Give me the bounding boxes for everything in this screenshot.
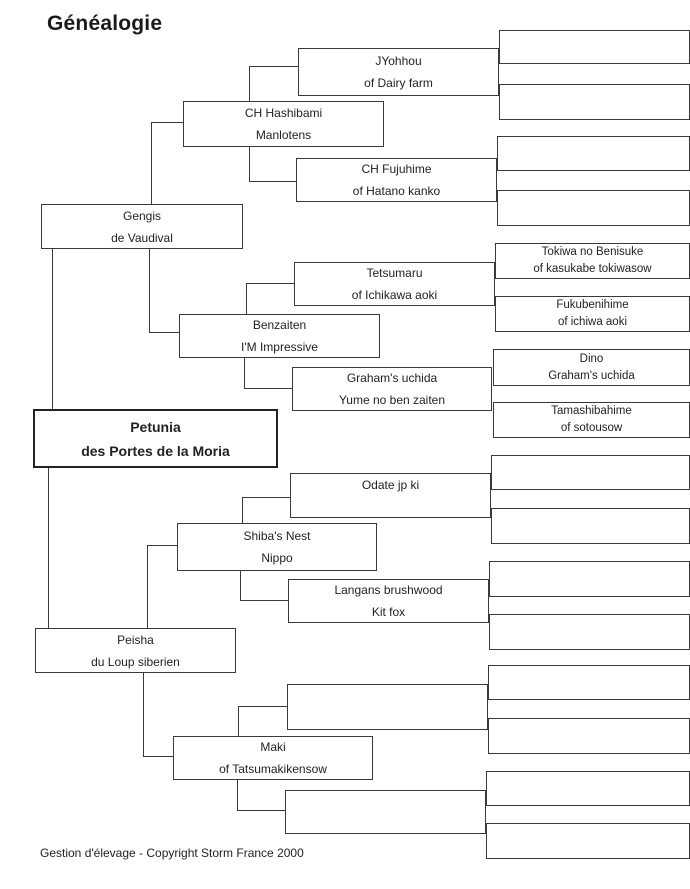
g5-empty-box [489,561,690,597]
connector-line [242,497,290,498]
g5-kennel: of kasukabe tokiwasow [533,263,652,275]
g5-empty-box [499,84,690,120]
connector-line [143,673,144,756]
connector-line [149,332,179,333]
sire-dam-name: Benzaiten [252,318,307,332]
g5-empty-box [491,508,690,544]
copyright-footer: Gestion d'élevage - Copyright Storm Fran… [40,846,304,860]
connector-line [249,66,250,101]
connector-line [48,468,49,628]
g5-kennel: of sotousow [560,422,623,434]
dam-sire-kennel: Nippo [261,551,293,565]
g5-empty-box [497,190,690,226]
ss-sire-kennel: of Dairy farm [364,76,433,90]
dam-sire-name: Shiba's Nest [243,529,311,543]
g5-name: Tokiwa no Benisuke [541,246,644,258]
connector-line [237,780,238,810]
ds-dam-name: Langans brushwood [334,583,443,597]
g5-empty-box [491,455,690,490]
subject-name: Petunia [130,418,181,435]
g5-graham-dam-box: Tamashibahime of sotousow [493,402,690,438]
ss-sire-name: JYohhou [375,54,422,68]
connector-line [249,181,296,182]
dd-dam-box [285,790,486,834]
connector-line [242,497,243,523]
g5-kennel: Graham's uchida [548,369,635,382]
connector-line [237,810,285,811]
g5-kennel: of ichiwa aoki [557,316,628,328]
ss-dam-name: CH Fujuhime [361,162,432,176]
sire-kennel: de Vaudival [111,230,173,245]
connector-line [238,706,287,707]
sd-sire-box: Tetsumaru of Ichikawa aoki [294,262,495,306]
connector-line [52,249,53,411]
g5-tetsumaru-dam-box: Fukubenihime of ichiwa aoki [495,296,690,332]
dam-sire-box: Shiba's Nest Nippo [177,523,377,571]
connector-line [244,388,292,389]
sire-dam-kennel: I'M Impressive [241,340,318,354]
connector-line [244,358,245,388]
sire-box: Gengis de Vaudival [41,204,243,249]
g5-empty-box [488,718,690,754]
g5-tetsumaru-sire-box: Tokiwa no Benisuke of kasukabe tokiwasow [495,243,690,279]
ds-sire-box: Odate jp ki [290,473,491,518]
dam-dam-box: Maki of Tatsumakikensow [173,736,373,780]
ds-dam-kennel: Kit fox [371,605,406,619]
g5-empty-box [488,665,690,700]
g5-name: Tamashibahime [551,405,632,417]
connector-line [149,249,150,332]
connector-line [147,545,177,546]
sd-sire-name: Tetsumaru [366,266,423,280]
ss-sire-box: JYohhou of Dairy farm [298,48,499,96]
ds-dam-box: Langans brushwood Kit fox [288,579,489,623]
connector-line [246,283,247,314]
sire-sire-box: CH Hashibami Manlotens [183,101,384,147]
g5-empty-box [486,823,690,859]
g5-name: Fukubenihime [556,299,629,311]
sd-dam-name: Graham's uchida [346,371,438,385]
dam-name: Peisha [117,632,154,647]
connector-line [249,66,298,67]
g5-name: Dino [579,352,604,365]
g5-empty-box [497,136,690,171]
connector-line [151,122,152,204]
dam-dam-name: Maki [260,740,286,754]
connector-line [143,756,173,757]
sd-sire-kennel: of Ichikawa aoki [351,288,438,302]
sd-dam-kennel: Yume no ben zaiten [338,393,446,407]
g5-empty-box [486,771,690,806]
dd-sire-box [287,684,488,730]
dam-box: Peisha du Loup siberien [35,628,236,673]
connector-line [249,147,250,181]
ss-dam-kennel: of Hatano kanko [352,184,441,198]
connector-line [240,571,241,600]
page-title: Généalogie [47,12,163,35]
ss-dam-box: CH Fujuhime of Hatano kanko [296,158,497,202]
connector-line [151,122,183,123]
sire-sire-name: CH Hashibami [244,106,323,120]
ds-sire-name: Odate jp ki [361,478,420,492]
subject-dog-box: Petunia des Portes de la Moria [33,409,278,468]
g5-empty-box [489,614,690,650]
sd-dam-box: Graham's uchida Yume no ben zaiten [292,367,492,411]
sire-dam-box: Benzaiten I'M Impressive [179,314,380,358]
connector-line [246,283,294,284]
g5-graham-sire-box: Dino Graham's uchida [493,349,690,386]
connector-line [238,706,239,736]
connector-line [147,545,148,628]
g5-empty-box [499,30,690,64]
connector-line [240,600,288,601]
sire-name: Gengis [122,208,162,223]
subject-kennel: des Portes de la Moria [81,442,230,459]
dam-dam-kennel: of Tatsumakikensow [219,762,327,776]
dam-kennel: du Loup siberien [91,654,180,669]
sire-sire-kennel: Manlotens [255,128,312,142]
